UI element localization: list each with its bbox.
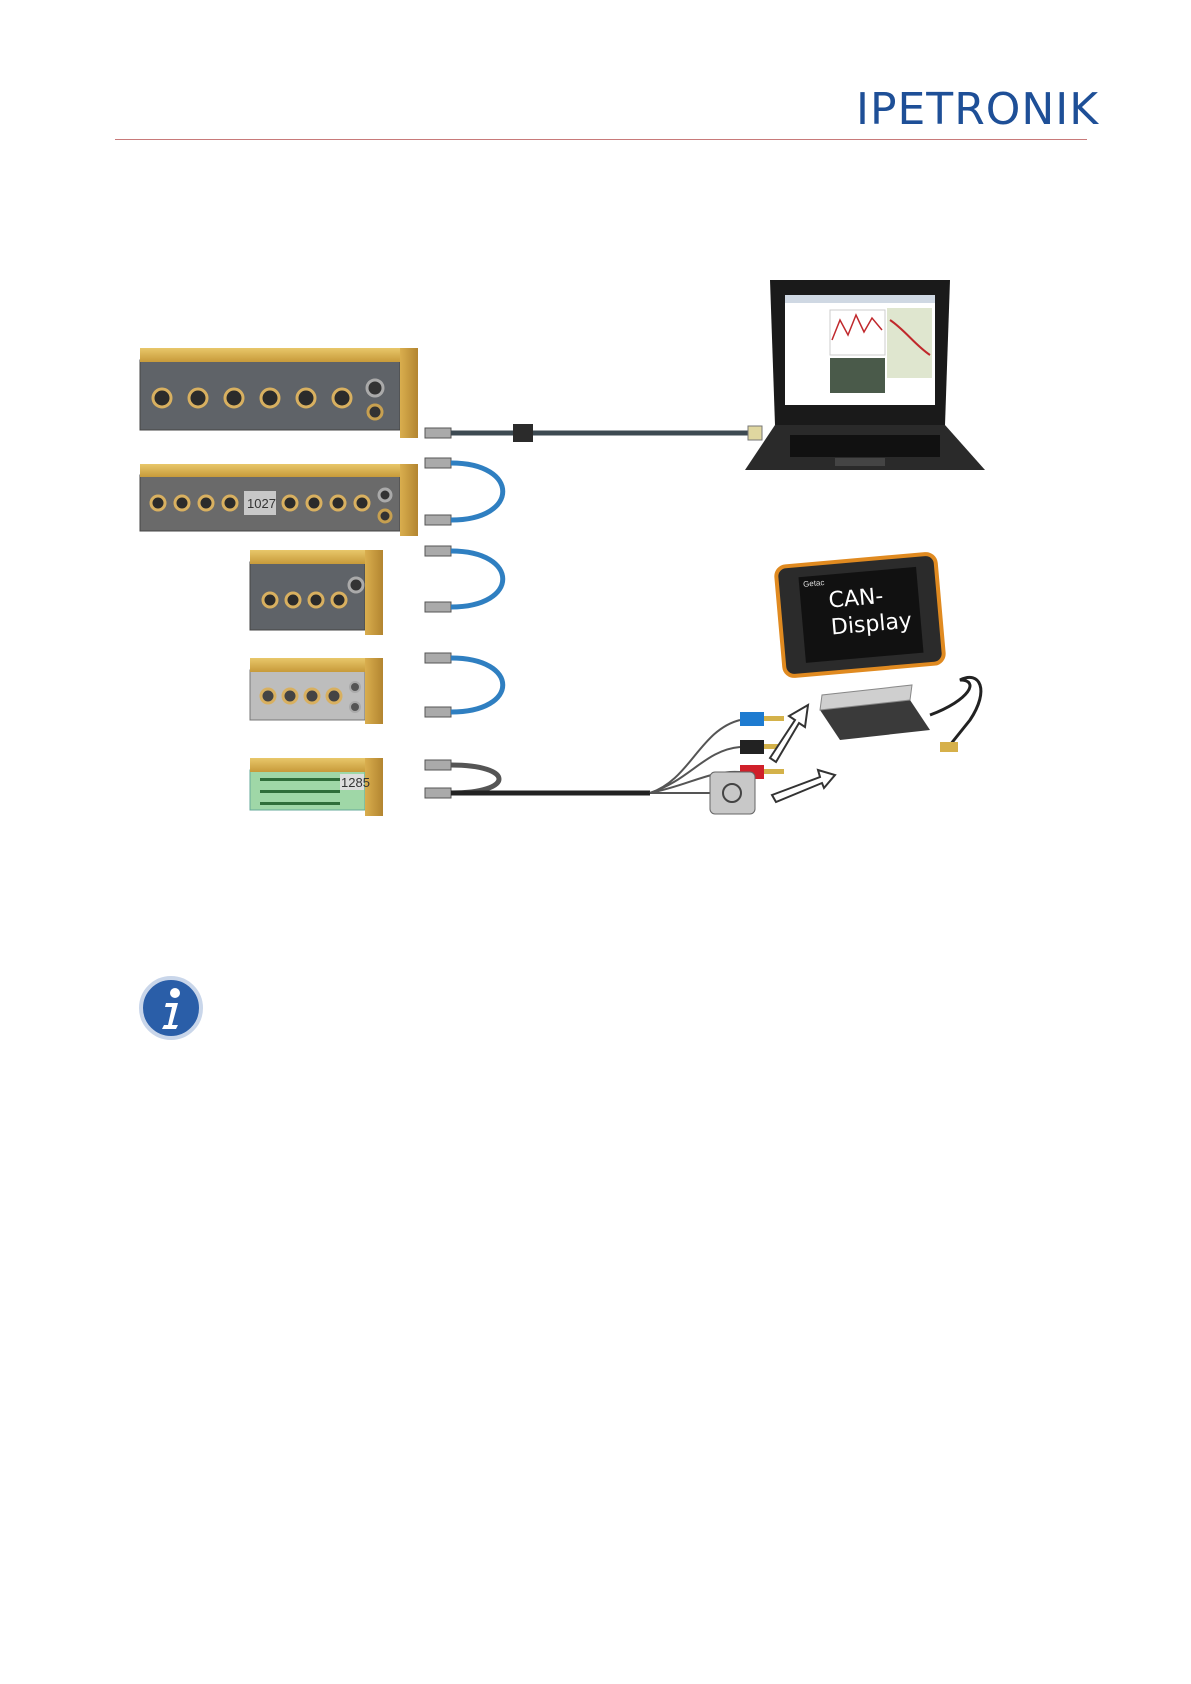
can-usb-interface [820, 677, 981, 752]
system-diagram: 1027 1285 [130, 260, 1100, 890]
display-text-line1: CAN- [828, 584, 885, 614]
info-icon [138, 975, 204, 1041]
can-display-tablet: CAN- Display Getac [776, 553, 945, 677]
measurement-module-1 [140, 348, 418, 438]
module-label-1027: 1027 [247, 496, 276, 511]
dsub-connector [710, 772, 755, 814]
measurement-module-3 [250, 550, 383, 635]
laptop [745, 280, 985, 470]
blue-loop-cables [451, 463, 503, 712]
grey-loop-cable [451, 765, 499, 793]
header-divider [115, 139, 1087, 140]
banana-plug-blue [740, 712, 764, 726]
measurement-module-2: 1027 [140, 464, 418, 536]
cable-plugs [425, 428, 451, 798]
tablet-brand: Getac [803, 578, 825, 589]
measurement-module-5: 1285 [250, 758, 383, 816]
company-logo: IPETRONIK [856, 86, 1088, 134]
module-label-1285: 1285 [341, 775, 370, 790]
banana-plug-black [740, 740, 764, 754]
measurement-module-4 [250, 658, 383, 724]
